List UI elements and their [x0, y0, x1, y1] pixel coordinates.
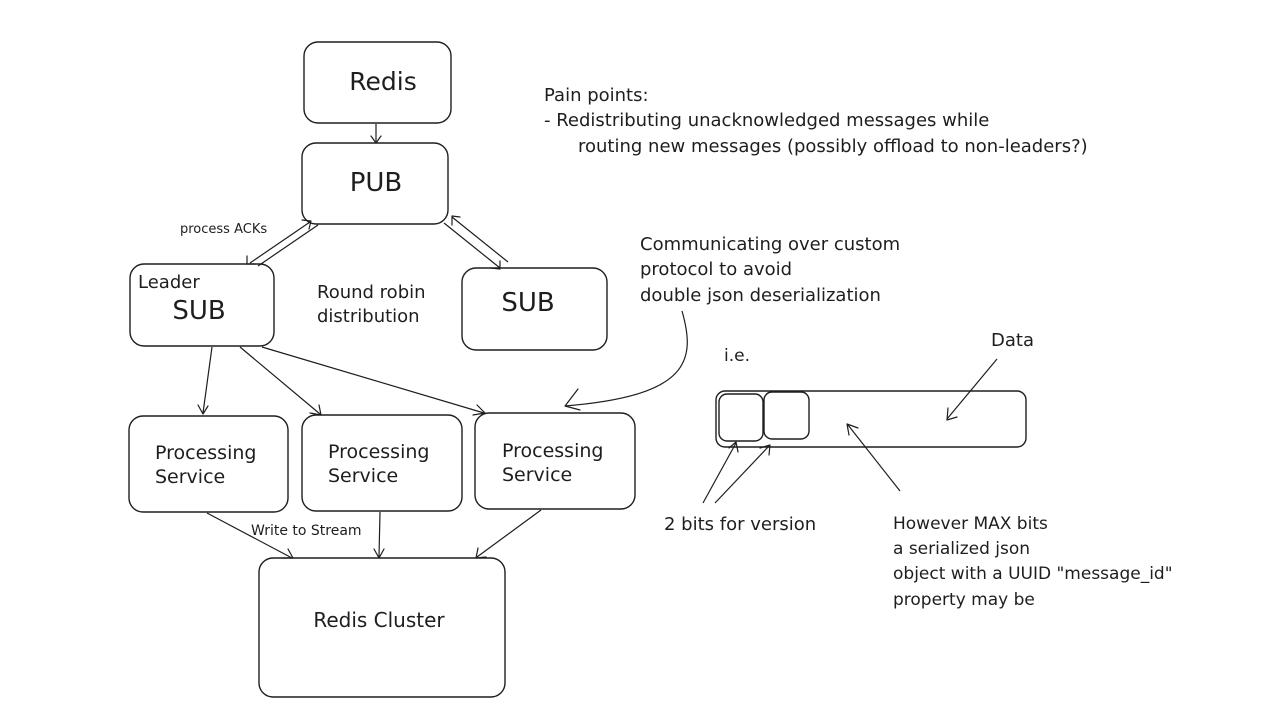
message-layout: [715, 390, 1027, 448]
leader-sub-node[interactable]: Leader SUB: [129, 263, 275, 347]
max-bits-note: However MAX bits a serialized json objec…: [893, 514, 1173, 610]
edge-pub-leader-bidirectional: [246, 219, 319, 267]
protocol-line-3: double json deserialization: [640, 285, 881, 306]
round-robin-line-2: distribution: [317, 306, 420, 327]
pain-points-line-1: Pain points:: [544, 85, 649, 106]
edge-redis-to-pub: [370, 124, 382, 144]
processing-service-1[interactable]: Processing Service: [128, 415, 289, 513]
version-bit-2: [763, 391, 810, 440]
protocol-note: Communicating over custom protocol to av…: [640, 234, 900, 306]
processing-1-line-1: Processing: [155, 442, 256, 464]
process-acks-label: process ACKs: [180, 222, 267, 237]
leader-sub-label: SUB: [172, 296, 225, 326]
max-bits-line-4: property may be: [893, 590, 1035, 610]
redis-cluster-label: Redis Cluster: [313, 608, 445, 632]
processing-1-line-2: Service: [155, 466, 225, 488]
processing-2-line-2: Service: [328, 465, 398, 487]
max-bits-line-2: a serialized json: [893, 539, 1030, 559]
processing-service-3[interactable]: Processing Service: [474, 412, 636, 510]
edge-pub-sub-bidirectional: [443, 215, 509, 270]
edge-data-label-to-frame: [946, 358, 998, 421]
edge-leader-to-processing-1: [197, 346, 213, 415]
edge-processing-2-to-cluster: [373, 511, 385, 559]
edge-processing-1-to-cluster: [206, 512, 294, 559]
pain-points-line-3: routing new messages (possibly offload t…: [578, 136, 1088, 157]
sub-node[interactable]: SUB: [461, 267, 608, 351]
redis-label: Redis: [349, 67, 416, 96]
version-bits-label: 2 bits for version: [664, 514, 816, 535]
edge-max-bits-to-frame: [846, 423, 901, 492]
edge-version-label-to-bits: [702, 441, 771, 504]
pain-points-note: Pain points: - Redistributing unacknowle…: [544, 85, 1088, 157]
max-bits-line-3: object with a UUID "message_id": [893, 564, 1173, 584]
redis-cluster-node[interactable]: Redis Cluster: [258, 557, 506, 698]
pub-node[interactable]: PUB: [301, 142, 449, 225]
processing-service-2[interactable]: Processing Service: [301, 414, 463, 512]
protocol-line-2: protocol to avoid: [640, 259, 792, 280]
processing-2-line-1: Processing: [328, 441, 429, 463]
ie-label: i.e.: [724, 346, 750, 366]
version-bit-1: [718, 393, 764, 442]
pub-label: PUB: [350, 168, 403, 198]
processing-3-line-2: Service: [502, 464, 572, 486]
leader-label: Leader: [138, 272, 200, 293]
edge-processing-3-to-cluster: [475, 509, 542, 559]
protocol-line-1: Communicating over custom: [640, 234, 900, 255]
redis-node[interactable]: Redis: [303, 41, 452, 124]
sub-label: SUB: [501, 288, 554, 318]
edge-leader-to-processing-3: [261, 346, 486, 416]
message-frame: [715, 390, 1027, 448]
edge-leader-to-processing-2: [239, 346, 322, 416]
write-to-stream-label: Write to Stream: [251, 523, 362, 539]
max-bits-line-1: However MAX bits: [893, 514, 1048, 534]
edge-protocol-note-to-processing-3: [564, 310, 688, 411]
round-robin-line-1: Round robin: [317, 282, 426, 303]
data-label: Data: [991, 330, 1034, 351]
processing-3-line-1: Processing: [502, 440, 603, 462]
pain-points-line-2: - Redistributing unacknowledged messages…: [544, 110, 989, 131]
